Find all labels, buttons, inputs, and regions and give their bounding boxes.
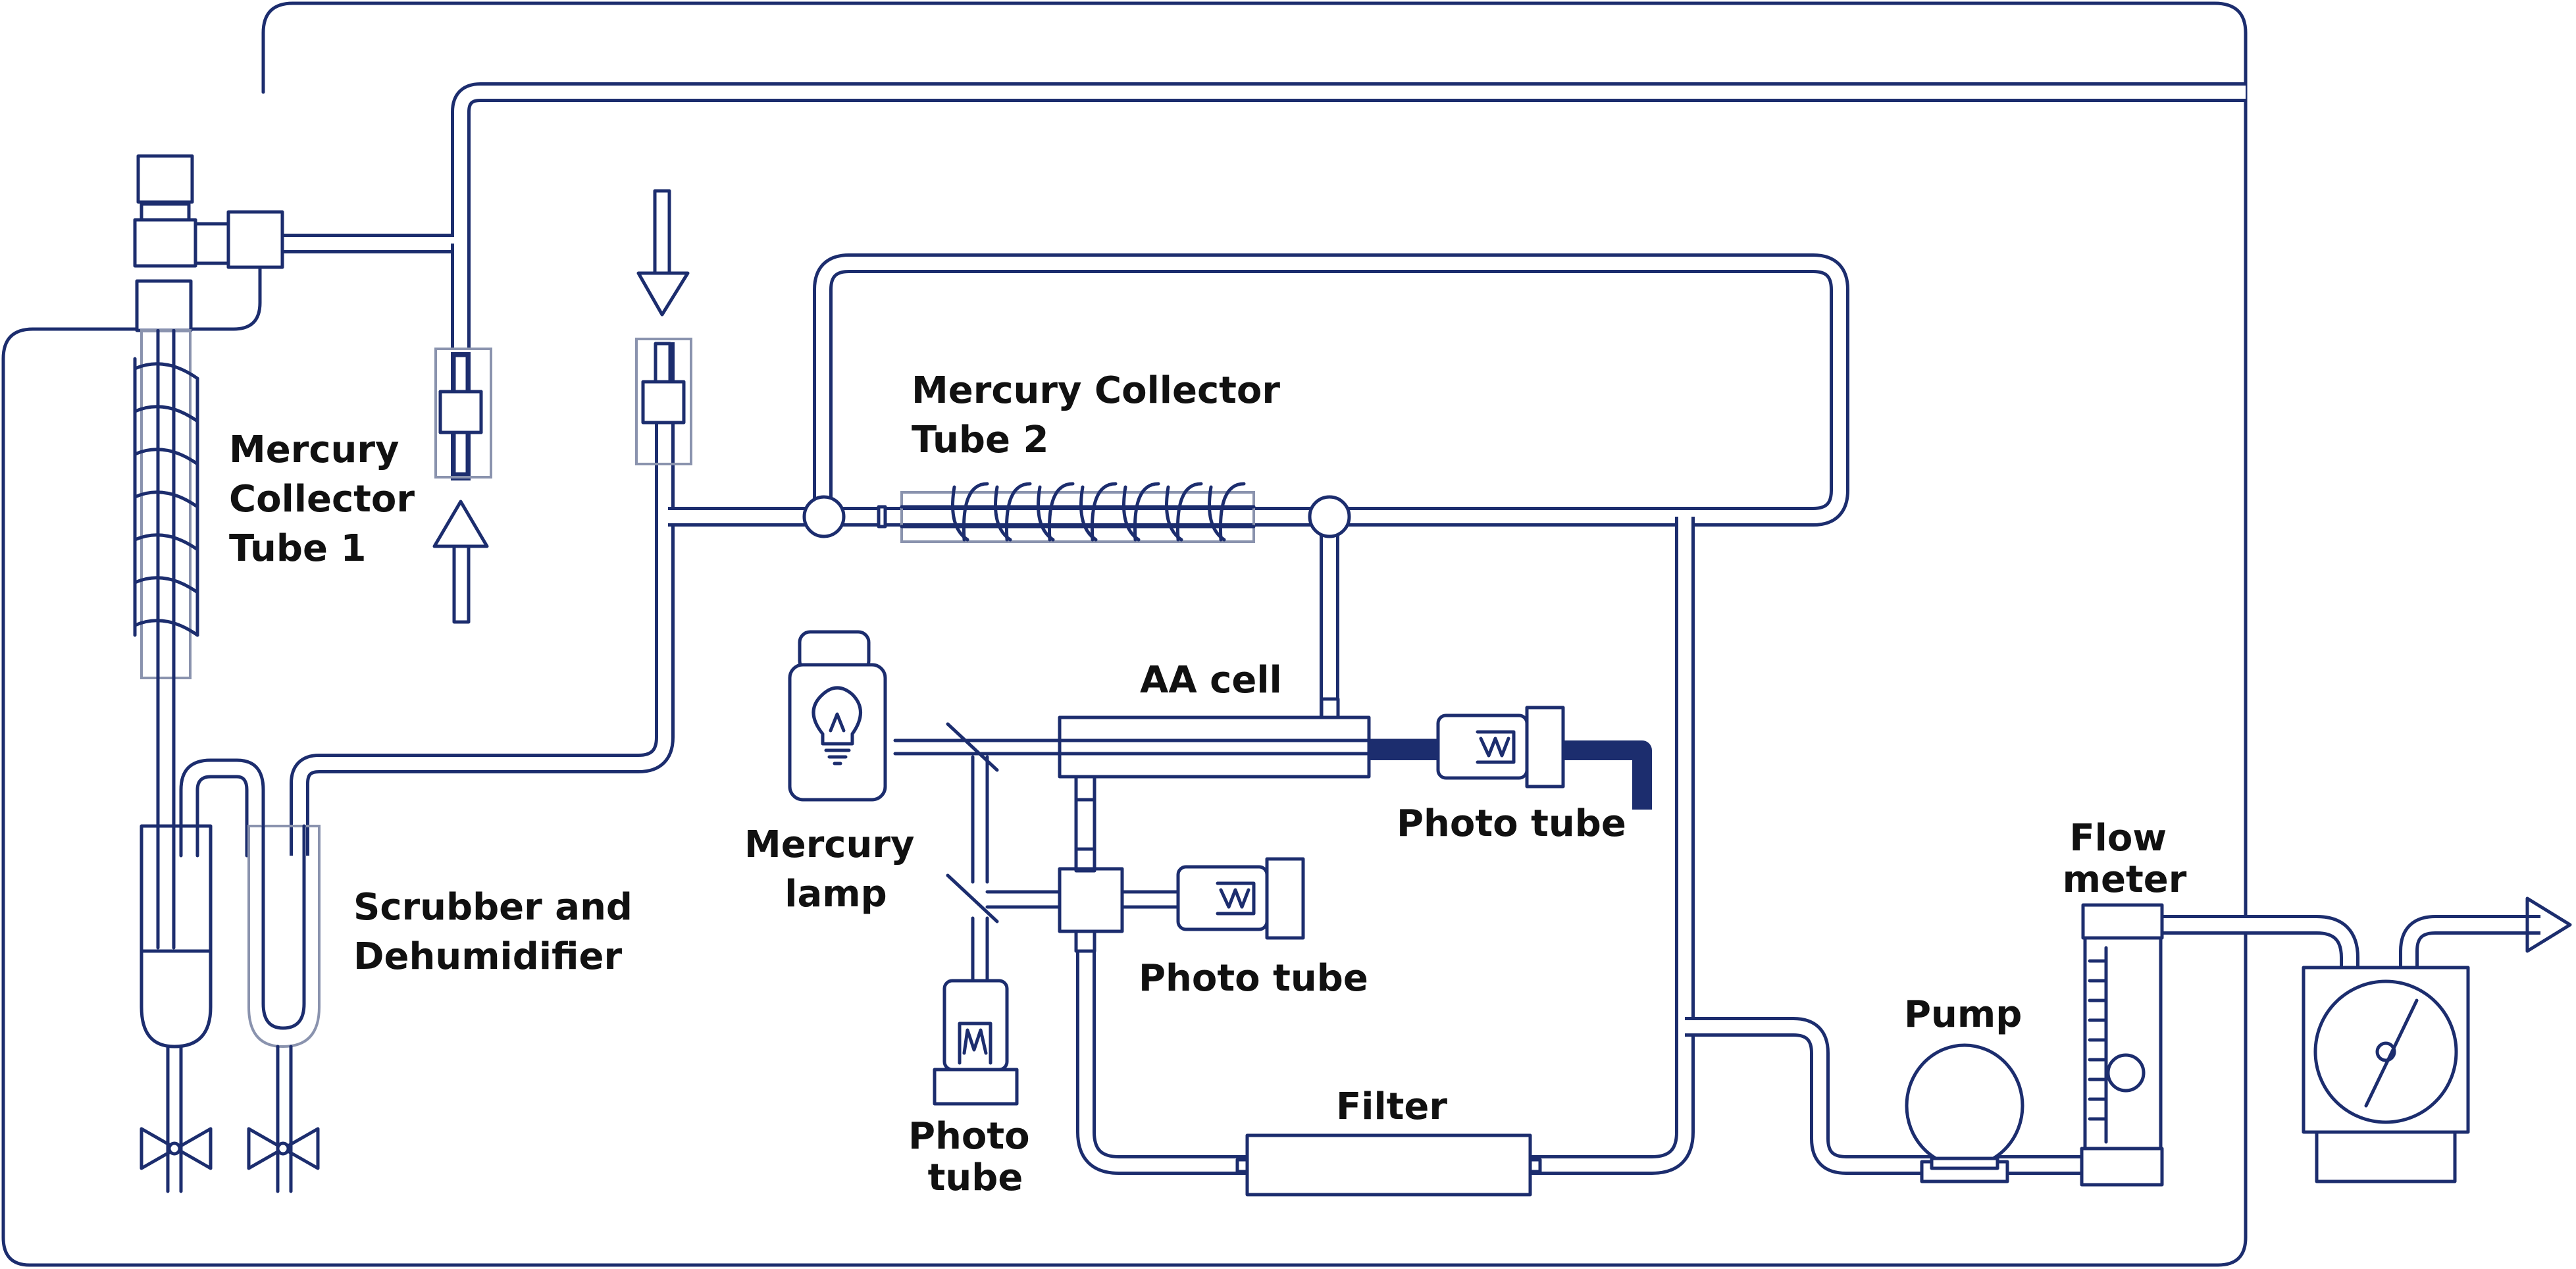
enclosure [1, 1, 2248, 1267]
label-scrubber: Scrubber and Dehumidifier [353, 886, 646, 978]
mercury-collector-tube-1 [133, 154, 284, 950]
filter [1235, 1133, 1542, 1197]
label-collector-2: Mercury Collector Tube 2 [912, 369, 1293, 461]
gauge [2302, 966, 2470, 1183]
label-collector-1: Mercury Collector Tube 1 [229, 428, 428, 570]
photo-tube-right [1436, 706, 1565, 789]
inlet-arrow-up [432, 348, 492, 624]
label-pump: Pump [1904, 993, 2022, 1036]
outlet-arrow [2525, 896, 2572, 953]
mercury-collector-tube-2 [802, 482, 1351, 543]
collector-1-coil [133, 357, 199, 637]
photo-tube-bottom [933, 979, 1019, 1106]
pump [1905, 1043, 2024, 1183]
beam-splitters [946, 722, 1062, 983]
photo-tube-mid [1176, 857, 1305, 940]
label-photo-tube-right: Photo tube [1397, 802, 1626, 845]
inlet-arrow-down [635, 189, 692, 465]
detector-block [1058, 775, 1180, 953]
tubing [283, 82, 2540, 1175]
label-mercury-lamp: Mercury lamp [744, 823, 927, 916]
label-flow-meter: Flow meter [2063, 817, 2187, 901]
scrubber-dehumidifier [140, 758, 321, 1193]
label-photo-tube-mid: Photo tube [1139, 957, 1368, 1000]
mercury-lamp [788, 630, 887, 802]
aa-cell [893, 697, 1443, 779]
valve-right [247, 1127, 320, 1170]
label-filter: Filter [1336, 1085, 1447, 1128]
flow-meter [2080, 903, 2164, 1187]
labels: Mercury Collector Tube 1 Mercury Collect… [229, 369, 2187, 1199]
label-aa-cell: AA cell [1140, 659, 1282, 702]
valve-left [140, 1127, 213, 1170]
label-photo-tube-bottom: Photo tube [908, 1115, 1043, 1199]
